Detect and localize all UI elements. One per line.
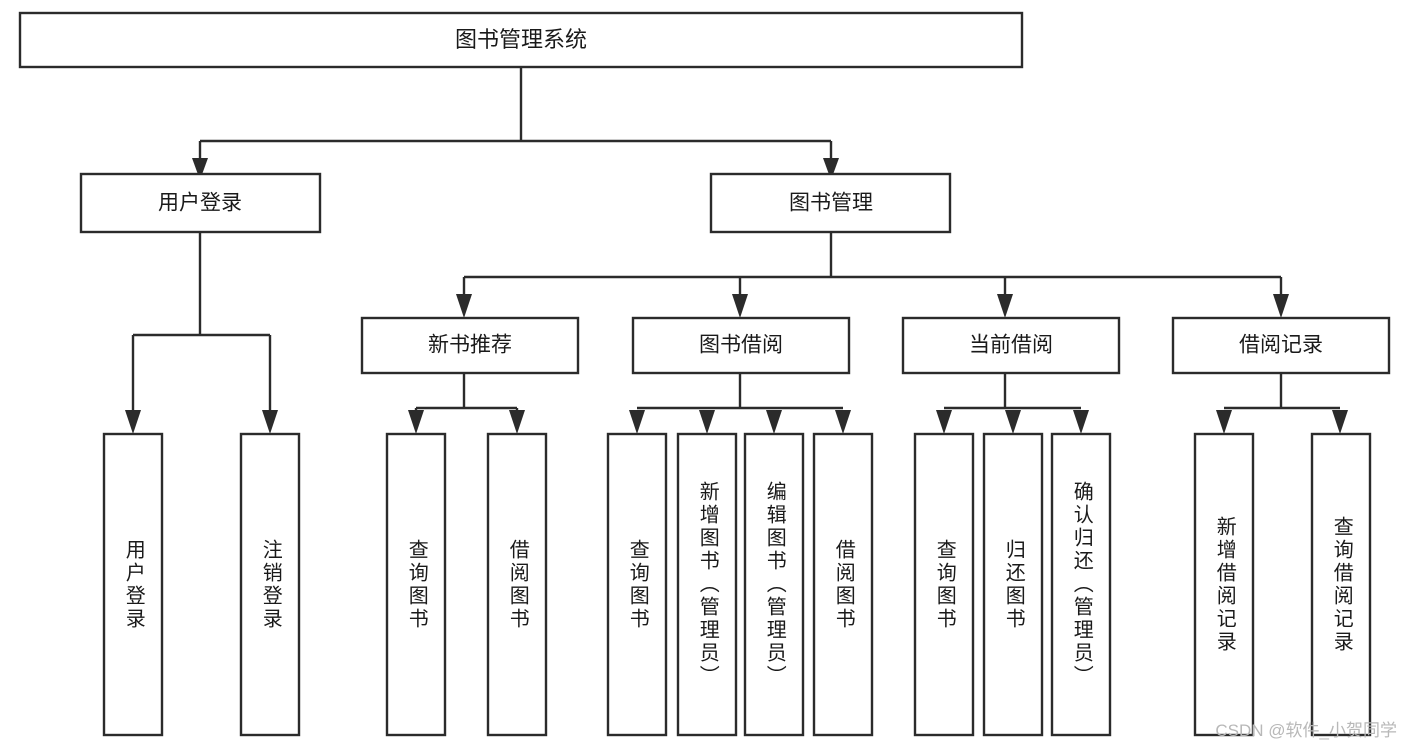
- arrow-leaf-borrow-lend: [835, 410, 851, 434]
- connectors-book-borrow-to-leaves: [629, 373, 851, 434]
- arrow-to-new-book-rec: [456, 294, 472, 318]
- leaf-cur-confirm-box[interactable]: [1050, 432, 1112, 737]
- leaf-borrow-lend-box[interactable]: [812, 432, 874, 737]
- book-manage-label: 图书管理: [789, 192, 873, 215]
- leaf-cur-query-box[interactable]: [913, 432, 975, 737]
- connectors-borrow-record-to-leaves: [1216, 373, 1348, 434]
- node-book-manage[interactable]: 图书管理: [709, 172, 952, 234]
- watermark-text: CSDN @软件_小贺同学: [1215, 721, 1397, 740]
- borrow-record-label: 借阅记录: [1239, 334, 1323, 357]
- arrow-leaf-cur-confirm: [1073, 410, 1089, 434]
- arrow-leaf-borrow-edit: [766, 410, 782, 434]
- book-borrow-label: 图书借阅: [699, 334, 783, 357]
- arrow-leaf-user-login: [125, 410, 141, 434]
- leaf-borrow-edit-box[interactable]: [743, 432, 805, 737]
- leaf-cur-return-box[interactable]: [982, 432, 1044, 737]
- arrow-leaf-cur-query: [936, 410, 952, 434]
- arrow-to-book-borrow: [732, 294, 748, 318]
- arrow-leaf-borrow-add: [699, 410, 715, 434]
- arrow-leaf-user-logout: [262, 410, 278, 434]
- arrow-leaf-borrow-query: [629, 410, 645, 434]
- node-current-borrow[interactable]: 当前借阅: [901, 316, 1121, 375]
- connectors-root-to-level2: [192, 67, 839, 180]
- new-book-rec-box[interactable]: [360, 316, 580, 375]
- arrow-leaf-rec-search: [1332, 410, 1348, 434]
- leaf-rec-borrow-box[interactable]: [486, 432, 548, 737]
- arrow-to-book-manage: [823, 158, 839, 180]
- node-book-borrow[interactable]: 图书借阅: [631, 316, 851, 375]
- book-borrow-box[interactable]: [631, 316, 851, 375]
- current-borrow-box[interactable]: [901, 316, 1121, 375]
- arrow-leaf-rec-add: [1216, 410, 1232, 434]
- arrow-to-current-borrow: [997, 294, 1013, 318]
- arrow-leaf-rec-query: [408, 410, 424, 434]
- leaf-user-login-box[interactable]: [102, 432, 164, 737]
- root-label: 图书管理系统: [455, 27, 587, 52]
- leaf-rec-add-box[interactable]: [1193, 432, 1255, 737]
- node-user-login[interactable]: 用户登录: [79, 172, 322, 234]
- current-borrow-label: 当前借阅: [969, 334, 1053, 357]
- connectors-user-login-to-leaves: [125, 232, 278, 434]
- new-book-rec-label: 新书推荐: [428, 334, 512, 357]
- arrow-leaf-rec-borrow: [509, 410, 525, 434]
- borrow-record-box[interactable]: [1171, 316, 1391, 375]
- connectors-current-borrow-to-leaves: [936, 373, 1089, 434]
- root-box[interactable]: [18, 11, 1024, 69]
- book-manage-box[interactable]: [709, 172, 952, 234]
- leaf-user-logout-box[interactable]: [239, 432, 301, 737]
- arrow-to-user-login: [192, 158, 208, 180]
- leaf-rec-query-box[interactable]: [385, 432, 447, 737]
- node-borrow-record[interactable]: 借阅记录: [1171, 316, 1391, 375]
- connectors-new-book-rec-to-leaves: [408, 373, 525, 434]
- arrow-to-borrow-record: [1273, 294, 1289, 318]
- user-login-box[interactable]: [79, 172, 322, 234]
- arrow-leaf-cur-return: [1005, 410, 1021, 434]
- node-root[interactable]: 图书管理系统: [18, 11, 1024, 69]
- leaf-rec-search-box[interactable]: [1310, 432, 1372, 737]
- leaf-borrow-add-box[interactable]: [676, 432, 738, 737]
- node-new-book-rec[interactable]: 新书推荐: [360, 316, 580, 375]
- leaf-borrow-query-box[interactable]: [606, 432, 668, 737]
- user-login-label: 用户登录: [158, 192, 242, 215]
- connectors-book-manage-to-level3: [456, 232, 1289, 318]
